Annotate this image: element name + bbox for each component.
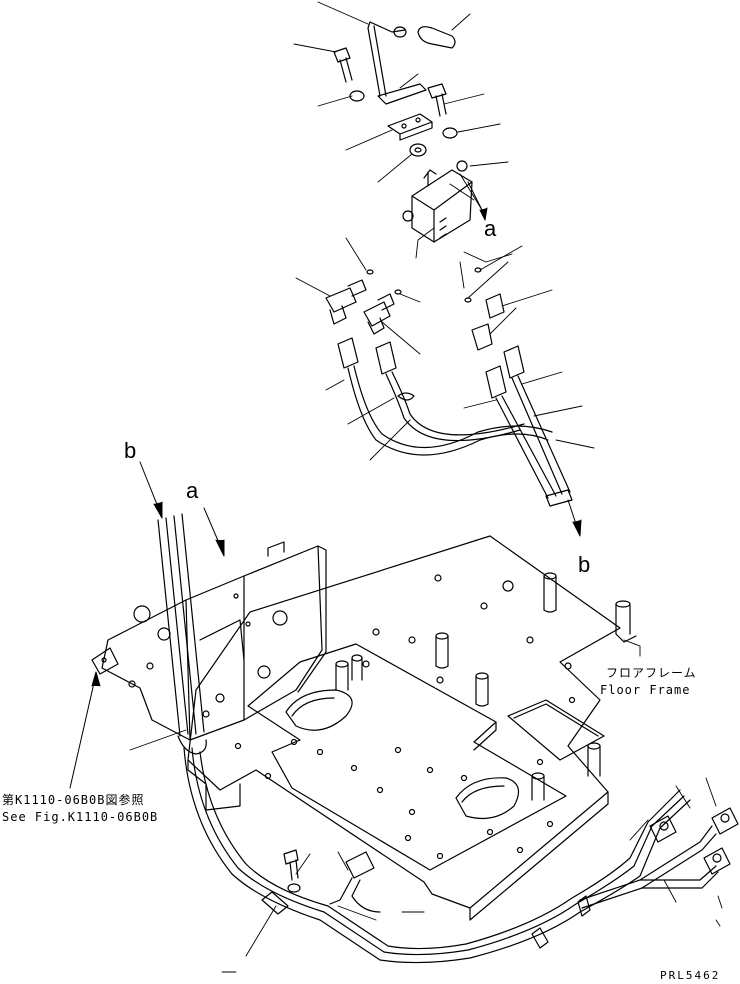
drawing-code: PRL5462 — [660, 969, 720, 982]
floor-frame — [188, 536, 640, 920]
standoff-posts — [336, 573, 636, 800]
callout-b-lower: b — [578, 552, 590, 577]
callout-b-upper: b — [124, 438, 136, 463]
fittings — [326, 268, 524, 398]
leader-lines-upper — [294, 2, 594, 460]
pilot-valve-body — [403, 161, 472, 242]
reference-note-jp: 第K1110-06B0B図参照 — [2, 792, 144, 807]
leader-lines-lower — [130, 730, 722, 972]
lower-hoses — [184, 748, 738, 963]
floor-frame-label-en: Floor Frame — [600, 683, 690, 697]
reference-note-en: See Fig.K1110-06B0B — [2, 810, 158, 824]
control-bracket — [92, 514, 326, 754]
upper-hoses — [348, 366, 572, 506]
callout-a-upper: a — [484, 216, 497, 241]
lever-assembly — [334, 22, 457, 156]
callout-arrows — [70, 182, 581, 788]
callout-a-lower: a — [186, 478, 199, 503]
floor-frame-label-jp: フロアフレーム — [606, 666, 697, 680]
